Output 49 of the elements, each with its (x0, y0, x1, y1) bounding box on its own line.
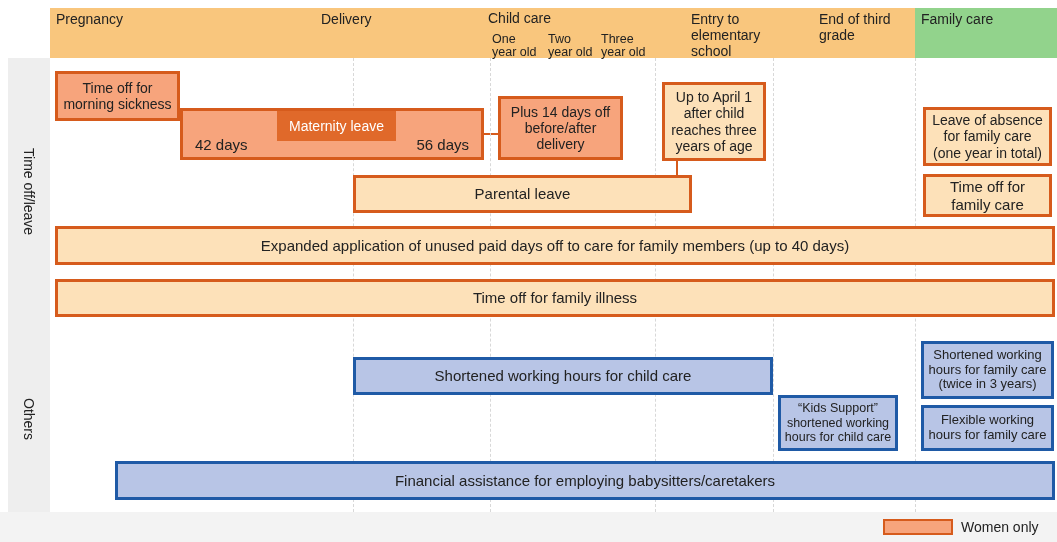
box-label: Maternity leave (288, 117, 385, 135)
support-box (921, 341, 1054, 399)
leave-box (662, 82, 766, 161)
row-label: Time off/leave (20, 148, 38, 236)
box-label: Time off for family illness (471, 289, 639, 307)
leave-box (353, 175, 692, 213)
box-label: Shortened working hours for family care (twice in 3 years) (927, 347, 1048, 393)
header-label: End of third grade (819, 11, 892, 44)
legend-label: Women only (961, 519, 1039, 535)
support-box (921, 405, 1054, 451)
box-label: Shortened working hours for child care (433, 367, 693, 385)
leave-box (55, 226, 1055, 265)
row-label: Others (20, 398, 38, 440)
support-box (115, 461, 1055, 500)
box-label: 42 days (195, 135, 248, 153)
header-label: Pregnancy (56, 11, 123, 28)
header-label: Child care (488, 11, 552, 25)
leave-box (55, 71, 180, 121)
leave-box (277, 111, 396, 141)
support-box (353, 357, 773, 395)
header-label: Family care (921, 11, 994, 28)
connector-line (483, 133, 499, 135)
box-label: Financial assistance for employing babysitters/caretakers (393, 471, 777, 490)
header-label: Two year old (548, 33, 594, 58)
support-box (778, 395, 898, 451)
leave-box (180, 108, 484, 160)
timeline-header-cell (915, 8, 1057, 58)
row-header (8, 58, 50, 326)
box-label: Flexible working hours for family care (927, 413, 1048, 443)
header-label: Entry to elementary school (691, 11, 762, 60)
connector-line (676, 160, 678, 176)
header-label: Delivery (321, 11, 372, 28)
box-label: Plus 14 days off before/after delivery (509, 103, 612, 153)
timeline-header-cell (773, 8, 915, 58)
box-label: Time off for family care (949, 178, 1026, 213)
header-label: One year old (492, 33, 538, 58)
box-label: 56 days (416, 135, 469, 153)
box-label: “Kids Support” shortened working hours for child care (783, 401, 893, 445)
leave-box (923, 174, 1052, 217)
box-label: Time off for morning sickness (62, 79, 173, 113)
box-label: Up to April 1 after child reaches three years of age (670, 89, 758, 154)
timeline-header-cell (50, 8, 315, 58)
box-label: Leave of absence for family care (one year in total) (931, 112, 1044, 161)
leave-box (498, 96, 623, 160)
box-label: Parental leave (473, 185, 572, 203)
leave-box (923, 107, 1052, 166)
header-label: Three year old (601, 33, 647, 58)
box-label: Expanded application of unused paid days off to care for family members (up to 40 days) (259, 236, 851, 255)
leave-box (55, 279, 1055, 317)
